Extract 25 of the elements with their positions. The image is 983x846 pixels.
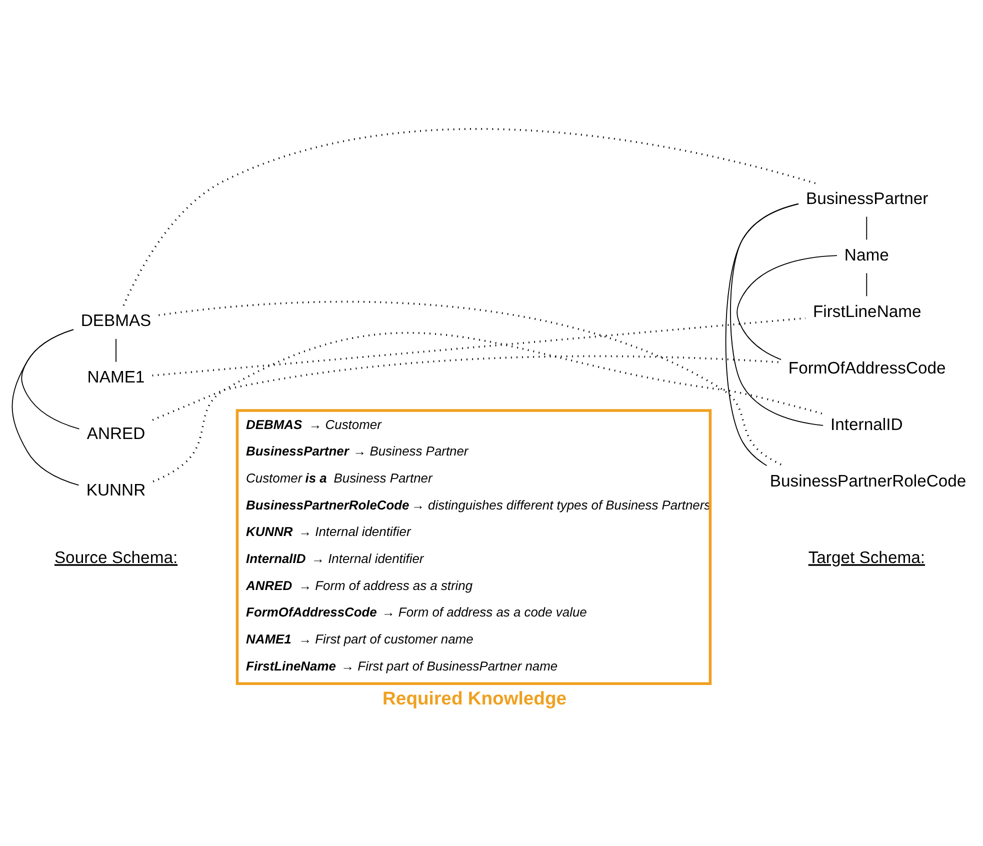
connector xyxy=(866,216,868,240)
connector xyxy=(152,354,781,420)
connector xyxy=(152,316,806,376)
node-text: BusinessPartner xyxy=(806,188,928,208)
node-box: DEBMAS → Customer BusinessPartner → Business Partner Customer is a Business Partner BusinessPartnerRoleCode → distinguishes different types of Business Partners KUNNR → Internal identifier InternalID → Internal identifier ANRED → Form of address as a string FormOfAddressCode → Form of address as a code value NAME1 → First part of customer name FirstLineName → First part of BusinessPartner name xyxy=(236,408,712,684)
node-text: InternalID xyxy=(830,414,903,434)
connector xyxy=(152,332,824,482)
label: Source Schema: xyxy=(54,548,178,567)
connector xyxy=(21,328,80,429)
connector xyxy=(736,254,838,360)
node-text: BusinessPartnerRoleCode xyxy=(770,470,966,490)
connector xyxy=(866,272,868,296)
node-text: Name xyxy=(844,245,889,264)
node-label: Required Knowledge xyxy=(382,686,567,708)
connector xyxy=(158,300,784,466)
connector xyxy=(122,128,816,306)
connector xyxy=(730,202,824,426)
node-text: DEBMAS xyxy=(80,310,152,330)
node-text: NAME1 xyxy=(87,367,145,386)
node-text: ANRED xyxy=(86,424,146,443)
node-text: KUNNR xyxy=(86,480,146,500)
label: Target Schema: xyxy=(808,548,925,567)
connector xyxy=(12,328,80,486)
node-text: FirstLineName xyxy=(812,301,922,320)
node-text: FormOfAddressCode xyxy=(788,358,946,377)
